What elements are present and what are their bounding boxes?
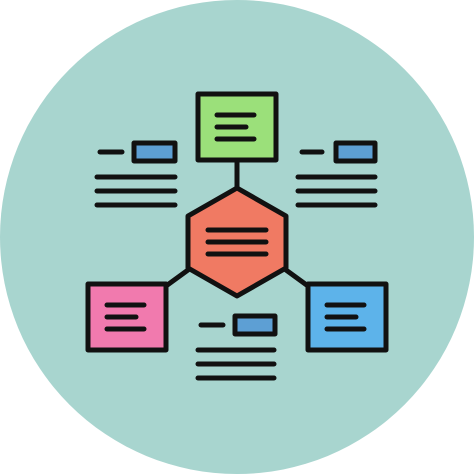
top-left-text-block <box>94 140 178 208</box>
top-square-node <box>195 91 279 163</box>
connector-left <box>163 267 191 289</box>
bottom-center-text-block <box>195 313 278 381</box>
left-square-node <box>85 281 169 353</box>
center-hexagon-node <box>185 185 289 299</box>
top-left-tag <box>131 140 178 164</box>
connector-right <box>283 267 311 289</box>
top-right-tag <box>333 140 378 164</box>
top-right-text-block <box>295 140 378 208</box>
left-square-shape <box>85 281 169 353</box>
right-square-node <box>305 281 389 353</box>
bottom-center-tag <box>232 313 278 337</box>
connector-lines <box>163 157 311 289</box>
